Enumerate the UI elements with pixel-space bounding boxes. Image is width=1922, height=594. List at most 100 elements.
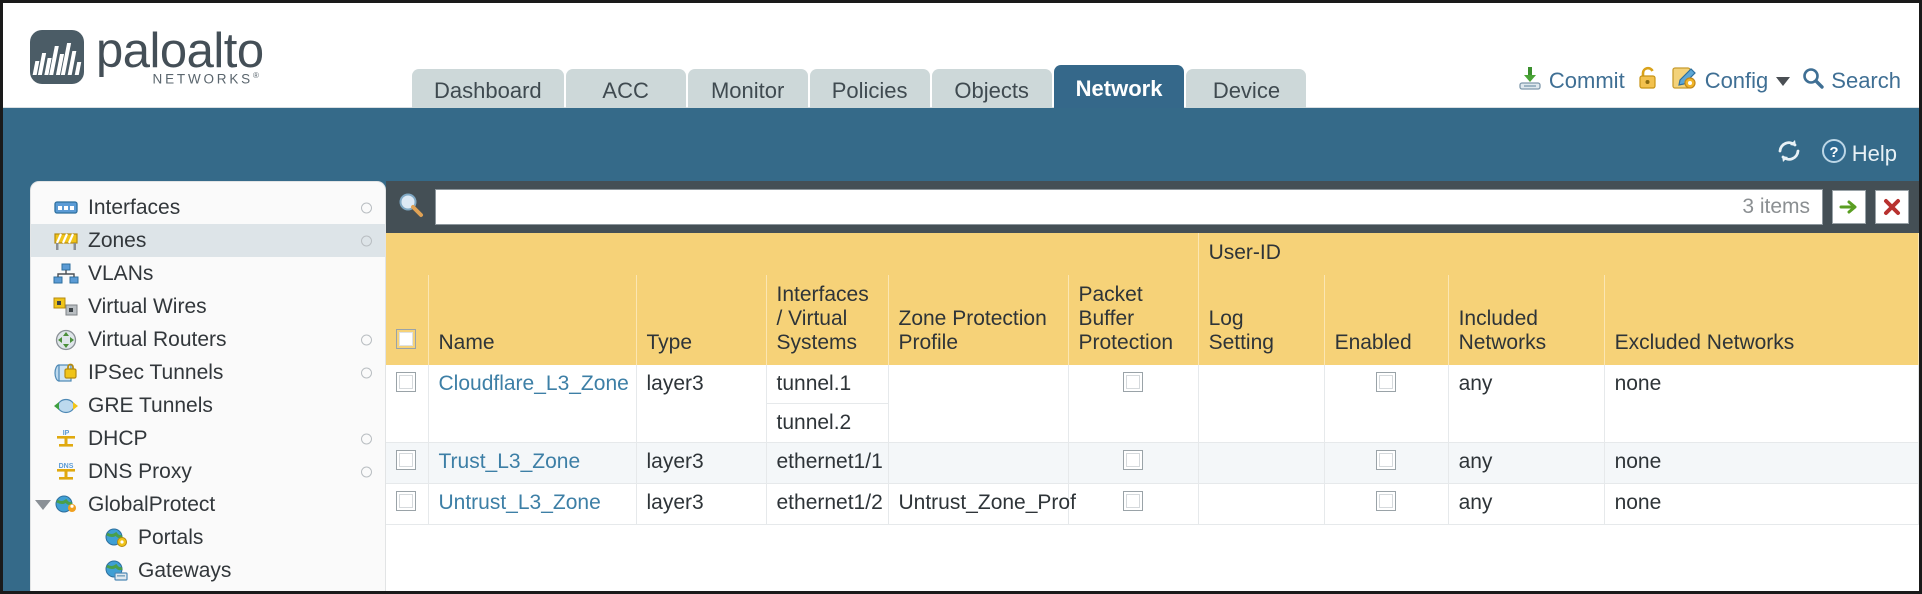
- cell-userid-enabled: [1324, 365, 1449, 443]
- network-sidebar: Interfaces Zones: [30, 181, 386, 591]
- sidebar-status-dot: [361, 433, 372, 444]
- row-select-cell: [386, 365, 429, 443]
- cell-packet-buffer-protection: [1068, 365, 1199, 443]
- cell-interfaces: tunnel.1 tunnel.2: [766, 365, 889, 443]
- sidebar-label: Virtual Routers: [88, 327, 227, 351]
- sidebar-item-dhcp[interactable]: IP DHCP: [31, 422, 385, 455]
- zone-name-link[interactable]: Trust_L3_Zone: [438, 450, 581, 473]
- zone-name-link[interactable]: Cloudflare_L3_Zone: [438, 372, 629, 395]
- cell-type: layer3: [636, 442, 767, 484]
- top-header-bar: paloalto NETWORKS® Dashboard ACC Monitor…: [3, 3, 1919, 114]
- sidebar-item-zones[interactable]: Zones: [31, 224, 385, 257]
- help-question-icon: ?: [1821, 138, 1847, 170]
- config-label: Config: [1704, 68, 1769, 93]
- packet-buffer-protection-checkbox[interactable]: [1123, 372, 1144, 392]
- userid-enabled-checkbox[interactable]: [1376, 491, 1397, 511]
- packet-buffer-protection-checkbox[interactable]: [1123, 450, 1144, 470]
- tab-dashboard[interactable]: Dashboard: [412, 69, 564, 114]
- sidebar-label: IPSec Tunnels: [88, 360, 224, 384]
- portals-icon: [103, 527, 129, 549]
- sidebar-item-dns-proxy[interactable]: DNS DNS Proxy: [31, 455, 385, 488]
- column-header-packet-buffer-protection[interactable]: Packet Buffer Protection: [1068, 275, 1199, 365]
- row-checkbox[interactable]: [396, 491, 416, 511]
- brand-wordmark: paloalto NETWORKS®: [96, 27, 264, 86]
- ipsec-tunnels-icon: [53, 362, 79, 384]
- help-button[interactable]: ? Help: [1821, 138, 1897, 170]
- item-count-label: 3 items: [1742, 195, 1810, 218]
- expand-collapse-arrow-icon[interactable]: [35, 499, 51, 510]
- zones-content-panel: 3 items User-ID: [386, 181, 1919, 591]
- column-header-excluded-networks[interactable]: Excluded Networks: [1604, 275, 1919, 365]
- cell-type: layer3: [636, 365, 767, 443]
- virtual-wires-icon: [53, 296, 79, 318]
- column-header-interfaces[interactable]: Interfaces / Virtual Systems: [766, 275, 889, 365]
- table-header-row: Name Type Interfaces / Virtual Systems Z…: [386, 275, 1919, 365]
- cell-name: Trust_L3_Zone: [428, 442, 637, 484]
- apply-filter-button[interactable]: [1832, 190, 1866, 224]
- userid-enabled-checkbox[interactable]: [1376, 450, 1397, 470]
- tab-device[interactable]: Device: [1186, 69, 1307, 114]
- search-icon: [1801, 66, 1825, 96]
- table-row[interactable]: Cloudflare_L3_Zone layer3 tunnel.1 tunne…: [386, 365, 1919, 443]
- tab-monitor[interactable]: Monitor: [687, 69, 808, 114]
- filter-input[interactable]: 3 items: [435, 189, 1823, 225]
- sidebar-status-dot: [361, 235, 372, 246]
- sidebar-item-vlans[interactable]: VLANs: [31, 257, 385, 290]
- sidebar-label: DNS Proxy: [88, 459, 192, 483]
- sidebar-item-gre-tunnels[interactable]: GRE Tunnels: [31, 389, 385, 422]
- commit-button[interactable]: Commit: [1517, 65, 1625, 97]
- table-row[interactable]: Untrust_L3_Zone layer3 ethernet1/2 Untru…: [386, 483, 1919, 525]
- config-dropdown[interactable]: Config: [1671, 65, 1791, 97]
- cell-packet-buffer-protection: [1068, 442, 1199, 484]
- cell-packet-buffer-protection: [1068, 483, 1199, 525]
- search-label: Search: [1831, 68, 1901, 93]
- group-header-spacer: [386, 233, 1199, 275]
- sidebar-item-ipsec-tunnels[interactable]: IPSec Tunnels: [31, 356, 385, 389]
- column-header-name[interactable]: Name: [428, 275, 637, 365]
- sidebar-item-portals[interactable]: Portals: [31, 521, 385, 554]
- brand-name: paloalto: [96, 24, 264, 78]
- sidebar-item-virtual-wires[interactable]: Virtual Wires: [31, 290, 385, 323]
- sidebar-item-gateways[interactable]: Gateways: [31, 554, 385, 587]
- packet-buffer-protection-checkbox[interactable]: [1123, 491, 1144, 511]
- tab-objects[interactable]: Objects: [931, 69, 1052, 114]
- help-label: Help: [1851, 141, 1897, 166]
- lock-button[interactable]: [1636, 65, 1660, 97]
- tab-acc[interactable]: ACC: [565, 69, 686, 114]
- row-select-cell: [386, 483, 429, 525]
- cell-zone-protection-profile: [888, 442, 1069, 484]
- column-header-included-networks[interactable]: Included Networks: [1448, 275, 1605, 365]
- cell-log-setting: [1198, 365, 1325, 443]
- sidebar-item-interfaces[interactable]: Interfaces: [31, 191, 385, 224]
- cell-included-networks: any: [1448, 483, 1605, 525]
- column-header-type[interactable]: Type: [636, 275, 767, 365]
- userid-enabled-checkbox[interactable]: [1376, 372, 1397, 392]
- filter-search-icon[interactable]: [396, 190, 426, 225]
- column-header-log-setting[interactable]: Log Setting: [1198, 275, 1325, 365]
- tab-policies[interactable]: Policies: [809, 69, 930, 114]
- refresh-button[interactable]: [1775, 138, 1803, 170]
- tab-network[interactable]: Network: [1053, 65, 1185, 114]
- row-checkbox[interactable]: [396, 372, 416, 392]
- column-header-zone-protection-profile[interactable]: Zone Protection Profile: [888, 275, 1069, 365]
- padlock-icon: [1636, 65, 1660, 97]
- sidebar-label: GlobalProtect: [88, 492, 216, 516]
- sidebar-status-dot: [361, 334, 372, 345]
- sidebar-status-dot: [361, 466, 372, 477]
- sidebar-item-virtual-routers[interactable]: Virtual Routers: [31, 323, 385, 356]
- sidebar-label: VLANs: [88, 261, 154, 285]
- table-row[interactable]: Trust_L3_Zone layer3 ethernet1/1 any non…: [386, 442, 1919, 484]
- column-header-userid-enabled[interactable]: Enabled: [1324, 275, 1449, 365]
- sub-toolbar-actions: ? Help: [1775, 138, 1897, 170]
- cell-name: Untrust_L3_Zone: [428, 483, 637, 525]
- sidebar-item-globalprotect[interactable]: GlobalProtect: [31, 488, 385, 521]
- zone-name-link[interactable]: Untrust_L3_Zone: [438, 491, 601, 514]
- sidebar-status-dot: [361, 202, 372, 213]
- row-checkbox[interactable]: [396, 450, 416, 470]
- svg-text:DNS: DNS: [59, 463, 74, 470]
- brand-logo[interactable]: paloalto NETWORKS®: [30, 27, 264, 86]
- select-all-checkbox[interactable]: [396, 329, 416, 349]
- interface-entry: tunnel.2: [766, 403, 888, 442]
- search-button[interactable]: Search: [1801, 66, 1901, 96]
- clear-filter-button[interactable]: [1875, 190, 1909, 224]
